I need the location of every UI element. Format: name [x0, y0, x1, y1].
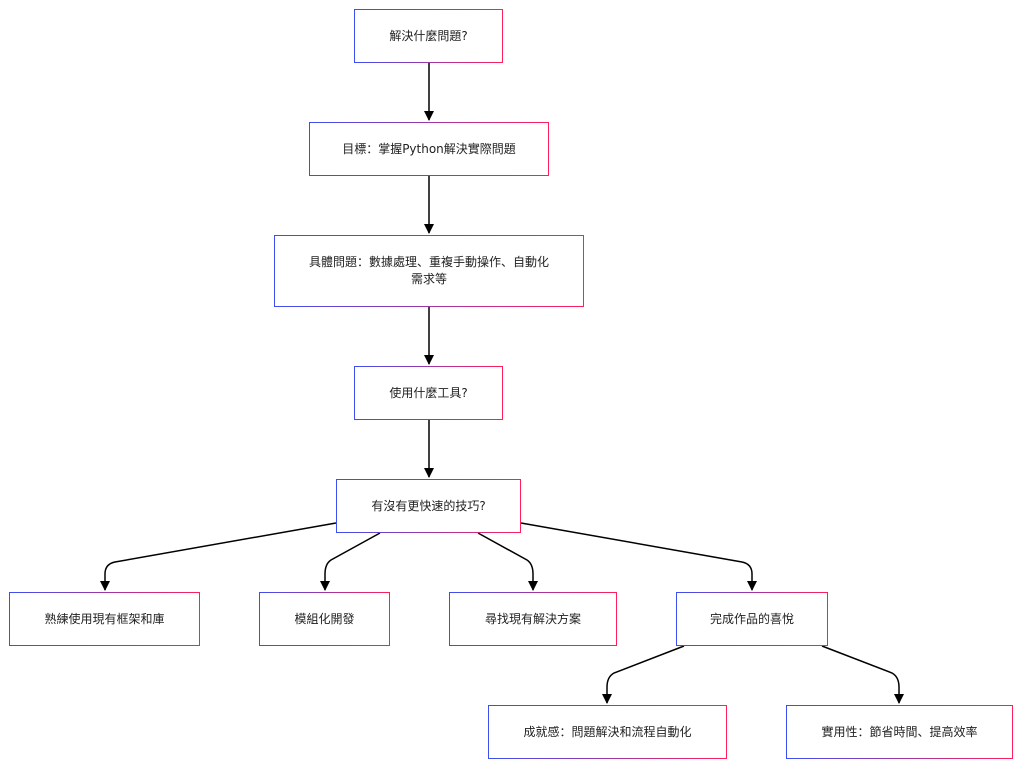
node-specific-problems: 具體問題：數據處理、重複手動操作、自動化需求等 [274, 235, 584, 307]
node-label: 模組化開發 [294, 611, 355, 626]
node-joy-of-completion: 完成作品的喜悅 [676, 592, 828, 646]
edge-n9-n10 [602, 645, 685, 704]
edge-n9-n11 [821, 645, 904, 704]
node-label: 實用性：節省時間、提高效率 [821, 724, 978, 739]
edge-n5-n9 [520, 522, 757, 591]
node-label: 熟練使用現有框架和庫 [44, 611, 165, 626]
node-faster-tricks: 有沒有更快速的技巧? [336, 479, 521, 533]
node-label: 有沒有更快速的技巧? [371, 498, 486, 513]
edge-n5-n8 [477, 532, 538, 591]
node-which-tools: 使用什麼工具? [354, 366, 503, 420]
node-label: 使用什麼工具? [389, 385, 468, 400]
edge-n5-n6 [100, 522, 337, 591]
node-modular-development: 模組化開發 [259, 592, 390, 646]
node-label: 完成作品的喜悅 [709, 611, 794, 626]
edge-n5-n7 [320, 532, 381, 591]
node-label: 尋找現有解決方案 [484, 611, 581, 626]
node-practicality: 實用性：節省時間、提高效率 [786, 705, 1013, 759]
node-label: 成就感：問題解決和流程自動化 [523, 724, 692, 739]
node-label: 解決什麼問題? [389, 28, 468, 43]
node-label: 目標：掌握Python解決實際問題 [342, 141, 516, 156]
node-frameworks-libraries: 熟練使用現有框架和庫 [9, 592, 200, 646]
node-existing-solutions: 尋找現有解決方案 [449, 592, 617, 646]
node-goal: 目標：掌握Python解決實際問題 [309, 122, 549, 176]
node-achievement: 成就感：問題解決和流程自動化 [488, 705, 727, 759]
node-solve-what-problem: 解決什麼問題? [354, 9, 503, 63]
node-label: 具體問題：數據處理、重複手動操作、自動化需求等 [308, 255, 549, 286]
